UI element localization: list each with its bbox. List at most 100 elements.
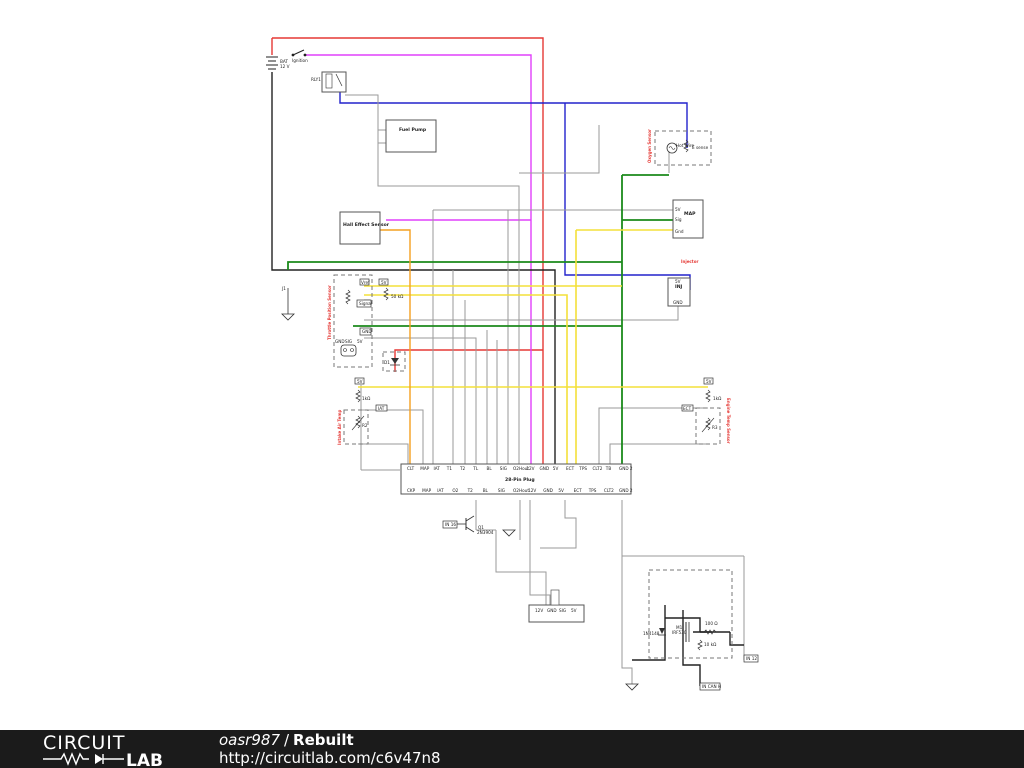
wire-bottom-5	[693, 631, 744, 646]
wire-gray-4	[364, 300, 679, 321]
ecu-pin-label: CKP	[407, 488, 416, 493]
battery: BAT 12 V	[266, 56, 290, 70]
iat-5v: 5V	[357, 379, 363, 384]
connector-pin-label: 12V	[535, 608, 543, 613]
map-pin-5v: 5V	[675, 207, 681, 212]
tps-conn-left: GND	[335, 339, 345, 344]
ecu-pin-label: CLT	[407, 466, 415, 471]
ecu-pin-label: T1	[446, 466, 453, 471]
ecu-pin-label: GND 2	[619, 466, 633, 471]
mosfet-label: M1	[676, 625, 683, 630]
ecu-pin-label: BL	[487, 466, 493, 471]
map-label: MAP	[684, 211, 696, 217]
ecu-pin-label: O2Hout	[513, 488, 529, 493]
ecu-pin-label: TPS	[578, 466, 587, 471]
out-label: IN 12	[746, 656, 757, 661]
footer-url-link[interactable]: http://circuitlab.com/c6v47n8	[219, 749, 441, 767]
relay: RLY1	[311, 71, 347, 93]
logo-bottom-text: LAB	[126, 751, 163, 768]
ecu-pin-label: T2	[459, 466, 466, 471]
wires	[271, 37, 745, 686]
map-sensor: MAP 5V Sig Gnd	[672, 199, 704, 239]
iat-label: Intake Air Temp	[337, 409, 342, 445]
ignition-switch: Ignition	[291, 49, 308, 63]
wire-gray-3	[432, 209, 673, 470]
transistor-in: IN 16	[445, 522, 456, 527]
oxygen-sensor-label: Oxygen Sensor	[647, 129, 652, 163]
connector-pin-label: GND	[547, 608, 557, 613]
ecu-pin-label: MAP	[420, 466, 429, 471]
ecu-pin-label: IAT	[434, 466, 441, 471]
wire-gray-9	[360, 385, 400, 471]
ignition-label: Ignition	[292, 58, 308, 63]
ecu-pin-label: GND	[540, 466, 550, 471]
ecu-pin-label: CLT2	[593, 466, 603, 471]
wire-gray-8	[452, 270, 498, 470]
ecu-pin-label: CLT2	[604, 488, 614, 493]
tps-conn-right: 5V	[357, 339, 363, 344]
logo-top-text: CIRCUIT	[43, 732, 126, 754]
wire-bottom-4	[632, 605, 712, 686]
ecu-pin-label: 12V	[526, 466, 534, 471]
wire-bottom-2	[519, 500, 551, 608]
wire-orange	[380, 229, 411, 470]
ecu-pin-label: BL	[483, 488, 489, 493]
footer-project[interactable]: Rebuilt	[293, 731, 354, 749]
connector-pin-label: SIG	[559, 608, 566, 613]
ect-label: Engine Temp Sensor	[726, 398, 731, 444]
transistor: IN 16 Q1 2N3904	[442, 515, 494, 535]
ecu-pin-label: O2Hout	[513, 466, 529, 471]
ecu-pin-label: T2	[467, 488, 474, 493]
ecu-pin-label: TB	[605, 466, 612, 471]
footer-title: oasr987/Rebuilt	[219, 731, 354, 749]
gnd-label: J1	[281, 286, 286, 291]
wire-gray-6	[358, 409, 424, 470]
intake-air-temp-sensor: 5V 1kΩ IAT R2 Intake Air Temp	[337, 377, 388, 445]
inj-label: INJ	[675, 284, 683, 290]
ect-res: 1kΩ	[713, 396, 722, 401]
ecu-pin-label: MAP	[422, 488, 431, 493]
transistor-part: 2N3904	[477, 530, 494, 535]
wire-bottom-1	[475, 500, 577, 608]
can-label: IN CAN H	[702, 684, 721, 689]
diode-label: 1N4148	[643, 631, 660, 636]
engine-temp-sensor: 5V 1kΩ ECT R3 Engine Temp Sensor	[681, 377, 731, 445]
connector-pin-label: 5V	[571, 608, 577, 613]
ecu-pin-label: IAT	[437, 488, 444, 493]
wire-gray-7	[598, 407, 708, 470]
wire-green-1	[287, 174, 673, 470]
ecu-pin-label: GND 2	[619, 488, 633, 493]
hall-sensor-label: Hall Effect Sensor	[343, 222, 390, 228]
relay-label: RLY1	[311, 77, 321, 82]
map-pin-gnd: Gnd	[675, 229, 684, 234]
footer-user[interactable]: oasr987	[219, 731, 280, 749]
res-bottom: 10 kΩ	[704, 642, 717, 647]
ecu-pin-label: ECT	[566, 466, 575, 471]
oxygen-sensor: Hot Wire E sense Oxygen Sensor	[647, 129, 712, 166]
ecu-pin-label: 5V	[553, 466, 559, 471]
tps-vref: Vref	[361, 280, 370, 285]
tps-gnd: GND	[362, 329, 372, 334]
ecu-label: 28-Pin Plug	[505, 477, 535, 483]
schematic-canvas: .w { fill: none; stroke-width: 1.4; } .r…	[266, 37, 759, 691]
ecu-pin-label: 12V	[528, 488, 536, 493]
injector: Injector INJ 5V GND	[667, 259, 698, 307]
iat-r: R2	[362, 423, 368, 428]
ect-sig: ECT	[683, 406, 692, 411]
circuitlab-logo[interactable]: CIRCUIT LAB	[40, 732, 180, 768]
ecu-pin-label: TL	[472, 466, 479, 471]
o2-sensor-label: E sense	[692, 145, 709, 150]
wire-gray-1	[345, 94, 520, 470]
iat-sig: IAT	[378, 406, 385, 411]
driver-circuit: 1N4148 M1 IRF530 100 Ω 10 kΩ IN 12 IN CA…	[643, 569, 759, 691]
ecu-pin-label: 5V	[558, 488, 564, 493]
wire-yellow-2	[358, 229, 708, 470]
battery-label: BAT	[280, 59, 288, 64]
footer-bar: CIRCUIT LAB oasr987/Rebuilt http://circu…	[0, 730, 1024, 768]
wire-yellow-1	[364, 285, 622, 470]
ecu-pin-label: GND	[543, 488, 553, 493]
ecu-pin-label: ECT	[574, 488, 583, 493]
